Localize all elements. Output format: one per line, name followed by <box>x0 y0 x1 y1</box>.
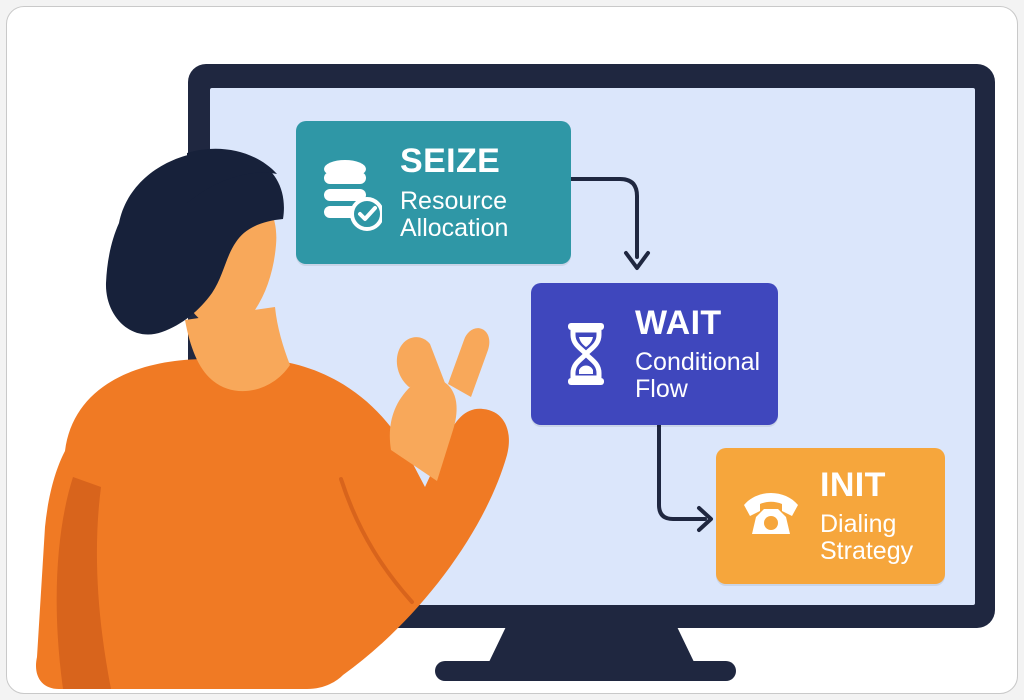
hourglass-icon <box>555 311 617 397</box>
step-card-init: INIT Dialing Strategy <box>716 448 945 584</box>
step-subtitle: Conditional Flow <box>635 348 761 404</box>
step-title: WAIT <box>635 303 722 342</box>
step-card-seize: SEIZE Resource Allocation <box>296 121 571 264</box>
person-neck <box>185 307 290 392</box>
person-sleeve-detail <box>339 477 414 604</box>
step-title: INIT <box>820 465 886 504</box>
person-hair-tuft <box>187 148 277 203</box>
step-card-wait: WAIT Conditional Flow <box>531 283 778 425</box>
illustration-frame: SEIZE Resource Allocation WAIT Condition… <box>6 6 1018 694</box>
person-knuckles <box>396 337 445 387</box>
person-illustration <box>35 148 509 689</box>
monitor-stand-base <box>435 661 736 681</box>
step-subtitle: Resource Allocation <box>400 186 509 242</box>
person-ear <box>222 244 253 288</box>
person-pointing-finger <box>448 328 490 397</box>
person-shirt-shadow <box>56 477 111 689</box>
monitor-stand-neck <box>489 628 694 662</box>
person-hair <box>105 151 284 335</box>
phone-icon <box>740 473 802 559</box>
step-title: SEIZE <box>400 142 501 181</box>
step-subtitle: Dialing Strategy <box>820 510 914 566</box>
person-forearm <box>389 378 457 481</box>
database-check-icon <box>320 150 384 236</box>
